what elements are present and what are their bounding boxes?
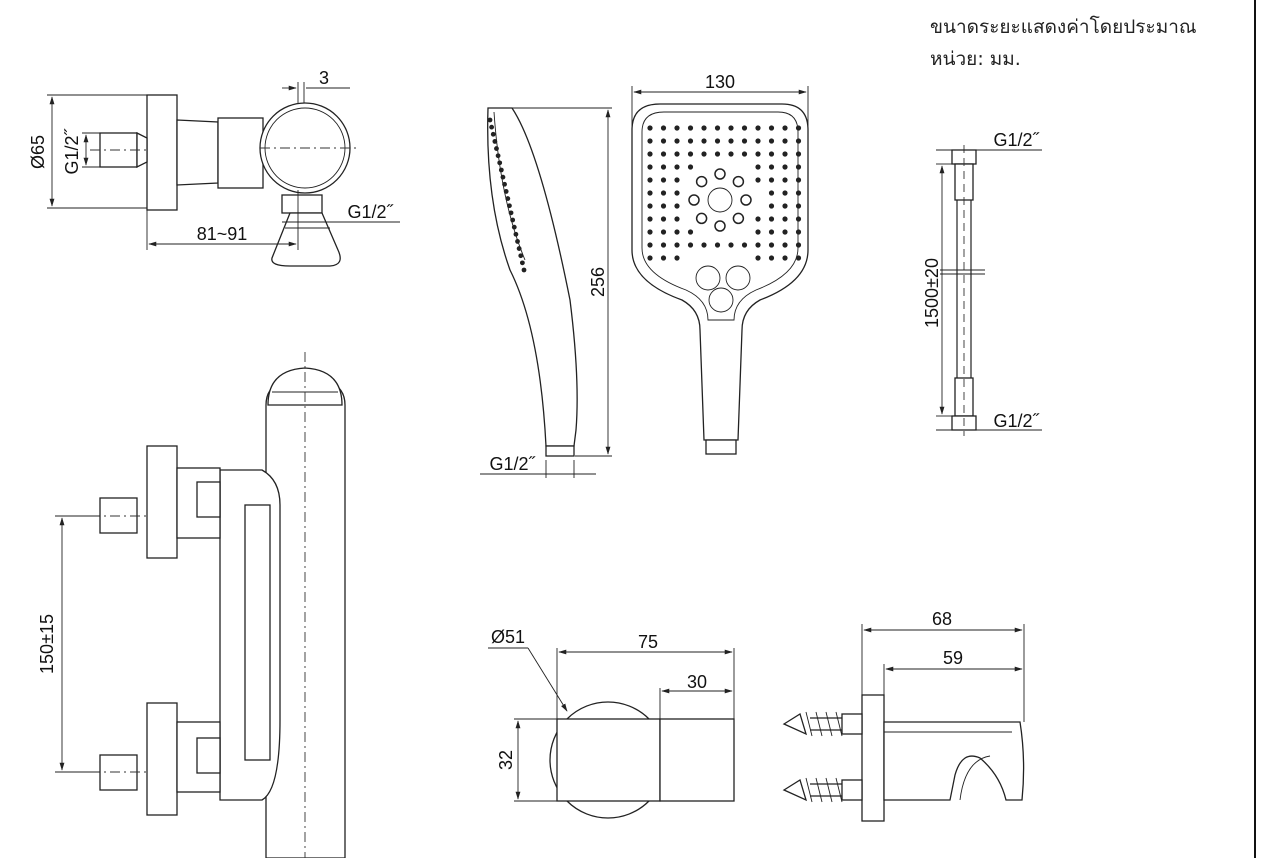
note-units: หน่วย: มม. [930, 48, 1021, 70]
wall-anchor-top [782, 711, 863, 737]
dim-shower-thread: G1/2˝ [489, 454, 535, 474]
dim-hose-bottom-thread: G1/2˝ [993, 411, 1039, 431]
valve-front-view: 150±15 [37, 352, 346, 858]
dim-holder-diameter: Ø51 [491, 627, 525, 647]
shower-nozzles [647, 125, 802, 261]
dim-valve-diameter: Ø65 [28, 135, 48, 169]
hose-view: 1500±20 G1/2˝ G1/2˝ [922, 130, 1042, 436]
hand-shower-front-view: 130 [631, 72, 809, 455]
dim-elbow-total: 68 [932, 609, 952, 629]
wall-anchor-bottom [782, 777, 863, 803]
dim-valve-depth: 81~91 [197, 224, 248, 244]
hand-shower-side-view: 256 G1/2˝ [480, 107, 612, 478]
dim-shower-width: 130 [705, 72, 735, 92]
dim-valve-spacing: 150±15 [37, 614, 57, 674]
valve-top-view: Ø65 G1/2˝ 3 G1/2˝ 81~91 [28, 68, 400, 267]
dim-holder-part: 30 [687, 672, 707, 692]
dim-valve-gap: 3 [319, 68, 329, 88]
dim-holder-height: 32 [496, 750, 516, 770]
dim-shower-length: 256 [588, 267, 608, 297]
holder-view: Ø51 75 30 32 [488, 627, 735, 819]
dim-elbow-outlet: 59 [943, 648, 963, 668]
dim-hose-length: 1500±20 [922, 258, 942, 328]
note-approximate-dimensions: ขนาดระยะแสดงค่าโดยประมาณ [930, 16, 1197, 38]
dim-valve-inlet: G1/2˝ [62, 128, 82, 174]
dim-valve-outlet: G1/2˝ [347, 202, 393, 222]
dim-holder-length: 75 [638, 632, 658, 652]
dim-hose-top-thread: G1/2˝ [993, 130, 1039, 150]
elbow-view: 68 59 [782, 609, 1025, 822]
